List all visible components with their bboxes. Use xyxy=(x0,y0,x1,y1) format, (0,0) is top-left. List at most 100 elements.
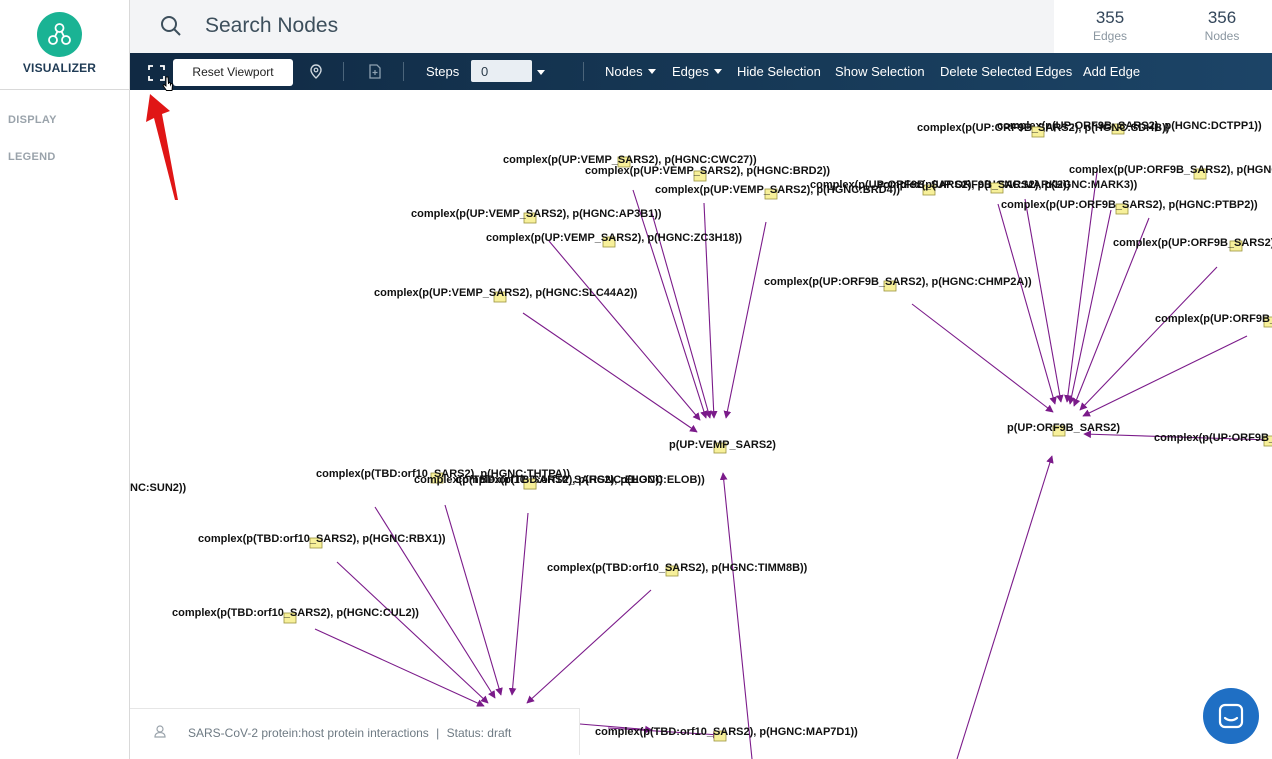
node-label-eloc: complex(p(TBD:orf10_SARS2), p(HGNC:ELOC)… xyxy=(414,474,663,486)
network-info-footer: SARS-CoV-2 protein:host protein interact… xyxy=(130,708,580,755)
graph-node[interactable] xyxy=(922,184,936,196)
edges-label: Edges xyxy=(1092,29,1128,43)
show-selection-button[interactable]: Show Selection xyxy=(835,64,925,79)
search-input[interactable] xyxy=(205,10,805,42)
graph-edge[interactable] xyxy=(1079,266,1218,411)
chat-support-button[interactable] xyxy=(1203,688,1259,744)
steps-input[interactable] xyxy=(471,60,532,82)
edges-menu[interactable]: Edges xyxy=(672,64,722,79)
app-logo[interactable]: VISUALIZER xyxy=(0,0,129,90)
graph-node[interactable] xyxy=(493,291,507,303)
node-label-orf9b-partial: complex(p(UP:ORF9B_SARS2), p(HGNC: xyxy=(1069,164,1272,176)
graph-node[interactable] xyxy=(309,537,323,549)
graph-edge[interactable] xyxy=(956,455,1054,759)
graph-edge[interactable] xyxy=(526,589,652,704)
graph-node[interactable] xyxy=(1229,240,1243,252)
graph-edge[interactable] xyxy=(1083,430,1271,441)
graph-edge[interactable] xyxy=(314,628,485,707)
node-label-cwc27: complex(p(UP:VEMP_SARS2), p(HGNC:CWC27)) xyxy=(503,154,757,166)
graph-edge[interactable] xyxy=(336,561,489,704)
graph-node[interactable] xyxy=(1263,316,1272,328)
nodes-menu[interactable]: Nodes xyxy=(605,64,656,79)
graph-edge[interactable] xyxy=(650,209,712,419)
graph-edge[interactable] xyxy=(1064,171,1098,403)
node-label-slc44a2: complex(p(UP:VEMP_SARS2), p(HGNC:SLC44A2… xyxy=(374,287,638,299)
graph-node[interactable] xyxy=(617,156,631,168)
graph-node[interactable] xyxy=(602,236,616,248)
graph-node[interactable] xyxy=(1052,425,1066,437)
graph-edge[interactable] xyxy=(579,723,653,734)
reset-viewport-tooltip: Reset Viewport xyxy=(173,59,293,86)
node-label-elob: complex(p(TBD:orf10_SARS2), p(HGNC:ELOB)… xyxy=(456,474,705,486)
steps-label: Steps xyxy=(426,64,460,79)
nodes-menu-label: Nodes xyxy=(605,64,643,79)
graph-node[interactable] xyxy=(764,188,778,200)
graph-node[interactable] xyxy=(1031,126,1045,138)
graph-node[interactable] xyxy=(283,612,297,624)
annotation-arrow-icon xyxy=(146,94,178,200)
graph-edge[interactable] xyxy=(374,506,496,699)
graph-edge[interactable] xyxy=(1072,217,1150,407)
graph-node[interactable] xyxy=(883,280,897,292)
chevron-down-icon xyxy=(713,69,722,74)
location-pin-icon[interactable] xyxy=(310,64,322,79)
graph-node[interactable] xyxy=(523,212,537,224)
graph-edge[interactable] xyxy=(911,303,1054,413)
node-label-orf9b-partial-4: complex(p(UP:ORF9B_S xyxy=(1154,432,1272,444)
graph-node[interactable] xyxy=(990,182,1004,194)
network-status-text: SARS-CoV-2 protein:host protein interact… xyxy=(188,726,511,740)
search-icon[interactable] xyxy=(160,15,182,37)
graph-node[interactable] xyxy=(1193,168,1207,180)
graph-edge[interactable] xyxy=(1082,335,1248,417)
hub-label-vemp: p(UP:VEMP_SARS2) xyxy=(669,439,776,451)
graph-node[interactable] xyxy=(1115,203,1129,215)
graph-node[interactable] xyxy=(1111,123,1125,135)
node-label-ptbp2: complex(p(UP:ORF9B_SARS2), p(HGNC:PTBP2)… xyxy=(1001,199,1258,211)
graph-node[interactable] xyxy=(523,478,537,490)
edges-menu-label: Edges xyxy=(672,64,709,79)
user-icon xyxy=(154,725,166,738)
network-graph-canvas[interactable]: complex(p(UP:VEMP_SARS2), p(HGNC:CWC27))… xyxy=(130,90,1272,759)
node-label-orf9b-partial-2: complex(p(UP:ORF9B_SARS2), p xyxy=(1113,237,1272,249)
add-file-icon[interactable] xyxy=(369,64,381,79)
graph-edge[interactable] xyxy=(719,472,753,759)
hide-selection-button[interactable]: Hide Selection xyxy=(737,64,821,79)
add-edge-button[interactable]: Add Edge xyxy=(1083,64,1141,79)
nodes-count: 356 xyxy=(1207,8,1237,27)
reset-viewport-icon[interactable] xyxy=(148,65,165,81)
graph-edge[interactable] xyxy=(632,189,708,419)
node-label-brd2: complex(p(UP:VEMP_SARS2), p(HGNC:BRD2)) xyxy=(585,165,830,177)
graph-node[interactable] xyxy=(713,730,727,742)
graph-edge[interactable] xyxy=(508,512,529,696)
sidebar-item-display[interactable]: DISPLAY xyxy=(8,114,57,126)
graph-node[interactable] xyxy=(1263,435,1272,447)
graph-toolbar: Steps Nodes Edges Hide Selection Show Se… xyxy=(130,53,1272,90)
graph-edge[interactable] xyxy=(1024,198,1064,403)
graph-edge[interactable] xyxy=(723,221,767,419)
node-label-map7d1: complex(p(TBD:orf10_SARS2), p(HGNC:MAP7D… xyxy=(595,726,858,738)
sidebar-item-legend[interactable]: LEGEND xyxy=(8,151,56,163)
delete-selected-edges-button[interactable]: Delete Selected Edges xyxy=(940,64,1073,79)
graph-node[interactable] xyxy=(665,565,679,577)
node-label-thtpa: complex(p(TBD:orf10_SARS2), p(HGNC:THTPA… xyxy=(316,468,570,480)
nodes-stat: 356 Nodes xyxy=(1196,8,1248,43)
graph-edge[interactable] xyxy=(548,240,701,421)
network-name: SARS-CoV-2 protein:host protein interact… xyxy=(188,726,429,740)
pointer-cursor-icon xyxy=(162,76,173,91)
network-graph[interactable]: complex(p(UP:VEMP_SARS2), p(HGNC:CWC27))… xyxy=(130,90,1272,759)
graph-edge[interactable] xyxy=(522,312,698,433)
graph-node[interactable] xyxy=(693,170,707,182)
graph-node[interactable] xyxy=(713,442,727,454)
graph-node[interactable] xyxy=(430,472,444,484)
footer-separator: | xyxy=(436,726,440,740)
graph-edge[interactable] xyxy=(1067,209,1112,405)
graph-nodes: complex(p(UP:VEMP_SARS2), p(HGNC:CWC27))… xyxy=(130,120,1272,742)
graph-edge[interactable] xyxy=(997,203,1057,405)
node-label-brd4: complex(p(UP:VEMP_SARS2), p(HGNC:BRD4)) xyxy=(655,184,900,196)
chevron-down-icon xyxy=(647,69,656,74)
node-label-cul2: complex(p(TBD:orf10_SARS2), p(HGNC:CUL2)… xyxy=(172,607,419,619)
graph-edge[interactable] xyxy=(607,727,721,739)
steps-dropdown-icon[interactable] xyxy=(537,70,545,75)
graph-edge[interactable] xyxy=(703,202,718,419)
graph-edge[interactable] xyxy=(444,504,503,696)
